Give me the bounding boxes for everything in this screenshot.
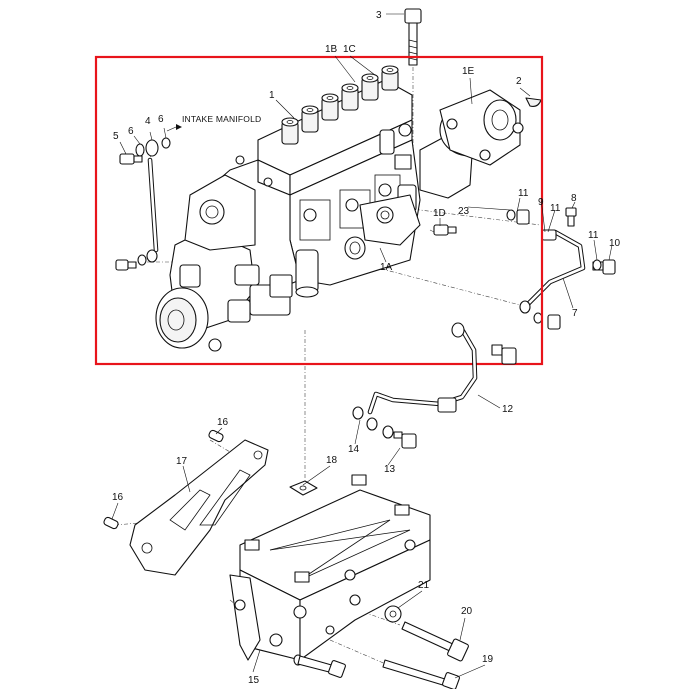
callout-labels: 3 1B 1C 1E 2 1 INTAKE MANIFOLD 4 6 6 5 1…	[112, 10, 621, 686]
callout-10: 10	[609, 238, 621, 249]
callout-5: 5	[113, 131, 119, 142]
callout-13: 13	[384, 464, 396, 475]
pump-bracket-15	[229, 474, 431, 661]
washer-18	[289, 480, 318, 496]
callout-2: 2	[516, 76, 522, 87]
callout-9: 9	[538, 197, 544, 208]
gasket-17	[129, 439, 269, 576]
dowel-pins-16	[103, 429, 224, 530]
callout-17: 17	[176, 456, 188, 467]
screw-1D	[433, 224, 457, 236]
callout-14: 14	[348, 444, 360, 455]
stud-bolt-15	[293, 654, 346, 678]
callout-6-left: 6	[128, 126, 134, 137]
callout-12: 12	[502, 404, 514, 415]
bolt-3	[404, 8, 422, 66]
washer-21	[384, 605, 402, 623]
callout-1D: 1D	[433, 208, 446, 219]
callout-16-lower: 16	[112, 492, 124, 503]
intake-manifold-arrow	[166, 124, 182, 132]
callout-1E: 1E	[462, 66, 475, 77]
highlight-box	[94, 55, 544, 366]
return-line-7	[519, 229, 586, 314]
callout-4: 4	[145, 116, 151, 127]
woodruff-key-2	[525, 97, 542, 107]
callout-15: 15	[248, 675, 260, 686]
callout-7: 7	[572, 308, 578, 319]
callout-1: 1	[269, 90, 275, 101]
bolt-19	[382, 659, 460, 689]
callout-21: 21	[418, 580, 430, 591]
callout-8: 8	[571, 193, 577, 204]
callout-11-right: 11	[588, 230, 599, 241]
callout-3: 3	[376, 10, 382, 21]
bolts-8-10-11	[506, 207, 616, 330]
callout-11-middle: 11	[550, 203, 561, 214]
bolts-13-14	[352, 406, 417, 449]
fuel-line-fitting-4-5-6	[115, 137, 171, 271]
callout-20: 20	[461, 606, 473, 617]
callout-11-upper: 11	[518, 188, 529, 199]
delivery-valves	[281, 65, 399, 145]
injection-pump-assembly	[155, 65, 421, 352]
callout-6-right: 6	[158, 114, 164, 125]
fuel-line-12	[367, 322, 517, 415]
drive-coupling-1E	[419, 89, 524, 199]
callout-18: 18	[326, 455, 338, 466]
callout-16-upper: 16	[217, 417, 229, 428]
callout-1A: 1A	[380, 262, 393, 273]
bolt-20	[401, 621, 469, 662]
callout-1B: 1B	[325, 44, 338, 55]
callout-19: 19	[482, 654, 494, 665]
intake-manifold-label: INTAKE MANIFOLD	[182, 114, 261, 124]
callout-23: 23	[458, 206, 470, 217]
leader-lines	[111, 13, 613, 679]
callout-1C: 1C	[343, 44, 356, 55]
